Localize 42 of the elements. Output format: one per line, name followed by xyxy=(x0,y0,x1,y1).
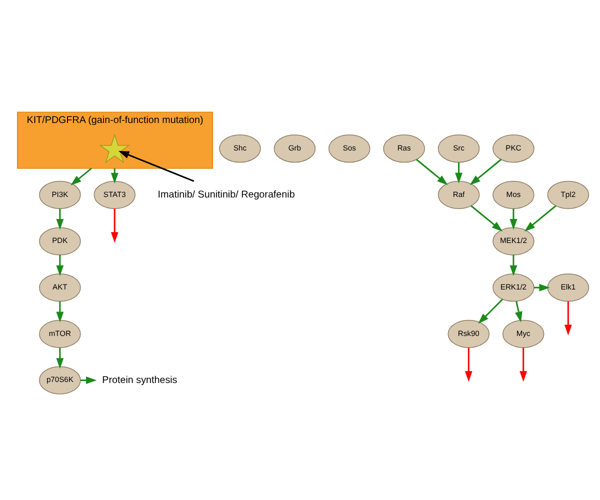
arrow xyxy=(515,301,522,322)
node-ellipse: Raf xyxy=(438,180,480,209)
arrow xyxy=(520,348,528,382)
node-ellipse: PDK xyxy=(39,227,81,256)
node-ellipse: Mos xyxy=(492,180,534,209)
arrow xyxy=(564,301,572,336)
node-ellipse: p70S6K xyxy=(39,366,81,394)
arrow xyxy=(524,205,556,232)
arrow xyxy=(56,348,64,369)
arrow xyxy=(56,208,64,230)
arrow xyxy=(510,255,518,276)
arrow xyxy=(110,208,118,243)
node-ellipse: STAT3 xyxy=(94,180,136,209)
arrow xyxy=(470,205,503,232)
arrow xyxy=(118,150,194,182)
node-ellipse: Myc xyxy=(502,320,544,348)
node-text: Imatinib/ Sunitinib/ Regorafenib xyxy=(158,190,295,201)
node-ellipse: Sos xyxy=(328,134,370,163)
arrow xyxy=(416,158,448,186)
node-ellipse: Shc xyxy=(219,134,261,163)
cluster: KIT/PDGFRA (gain-of-function mutation) xyxy=(17,112,214,169)
node-ellipse: Tpl2 xyxy=(547,180,590,209)
node-ellipse: AKT xyxy=(39,274,81,302)
arrow xyxy=(470,158,502,186)
node-ellipse: Rsk90 xyxy=(448,320,490,348)
arrow xyxy=(56,301,64,322)
arrow xyxy=(56,255,64,276)
arrow xyxy=(455,162,462,184)
node-ellipse: Ras xyxy=(383,134,425,163)
node-ellipse: Elk1 xyxy=(547,274,590,302)
arrow xyxy=(464,348,472,382)
node-ellipse: ERK1/2 xyxy=(492,274,534,302)
node-ellipse: mTOR xyxy=(39,320,81,348)
node-ellipse: Grb xyxy=(274,134,316,163)
arrow xyxy=(70,168,92,186)
node-ellipse: Src xyxy=(438,134,480,163)
node-text: Protein synthesis xyxy=(102,374,178,386)
node-ellipse: PKC xyxy=(492,134,534,163)
arrow xyxy=(510,208,518,230)
arrow xyxy=(478,298,504,324)
node-ellipse: MEK1/2 xyxy=(492,227,534,256)
node-ellipse: PI3K xyxy=(39,180,81,209)
